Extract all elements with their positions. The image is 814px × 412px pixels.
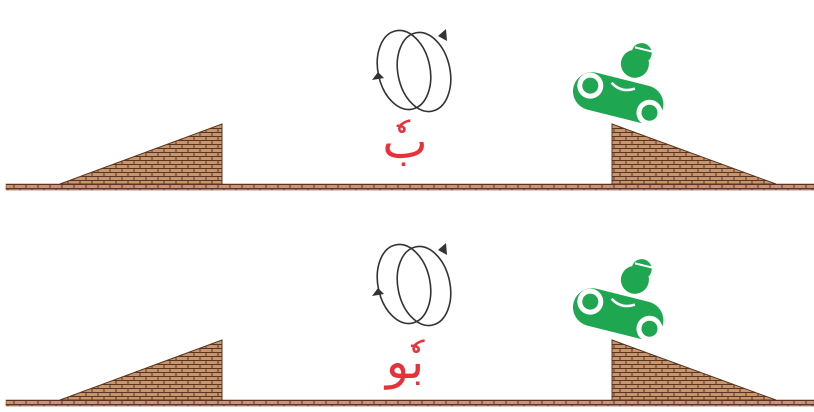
right-ramp	[612, 340, 776, 400]
right-ramp	[612, 124, 776, 184]
arabic-letter-top: بٗ	[360, 118, 450, 166]
motorcycle-rider-icon	[569, 245, 678, 344]
rotation-arrows-icon	[370, 25, 457, 116]
arabic-letter-bottom: بٗو	[360, 338, 450, 386]
ground-strip	[6, 400, 814, 406]
left-ramp	[60, 340, 222, 400]
left-ramp	[60, 124, 222, 184]
ground-strip	[6, 184, 814, 190]
motorcycle-rider-icon	[569, 29, 678, 128]
rotation-arrows-icon	[370, 239, 457, 330]
